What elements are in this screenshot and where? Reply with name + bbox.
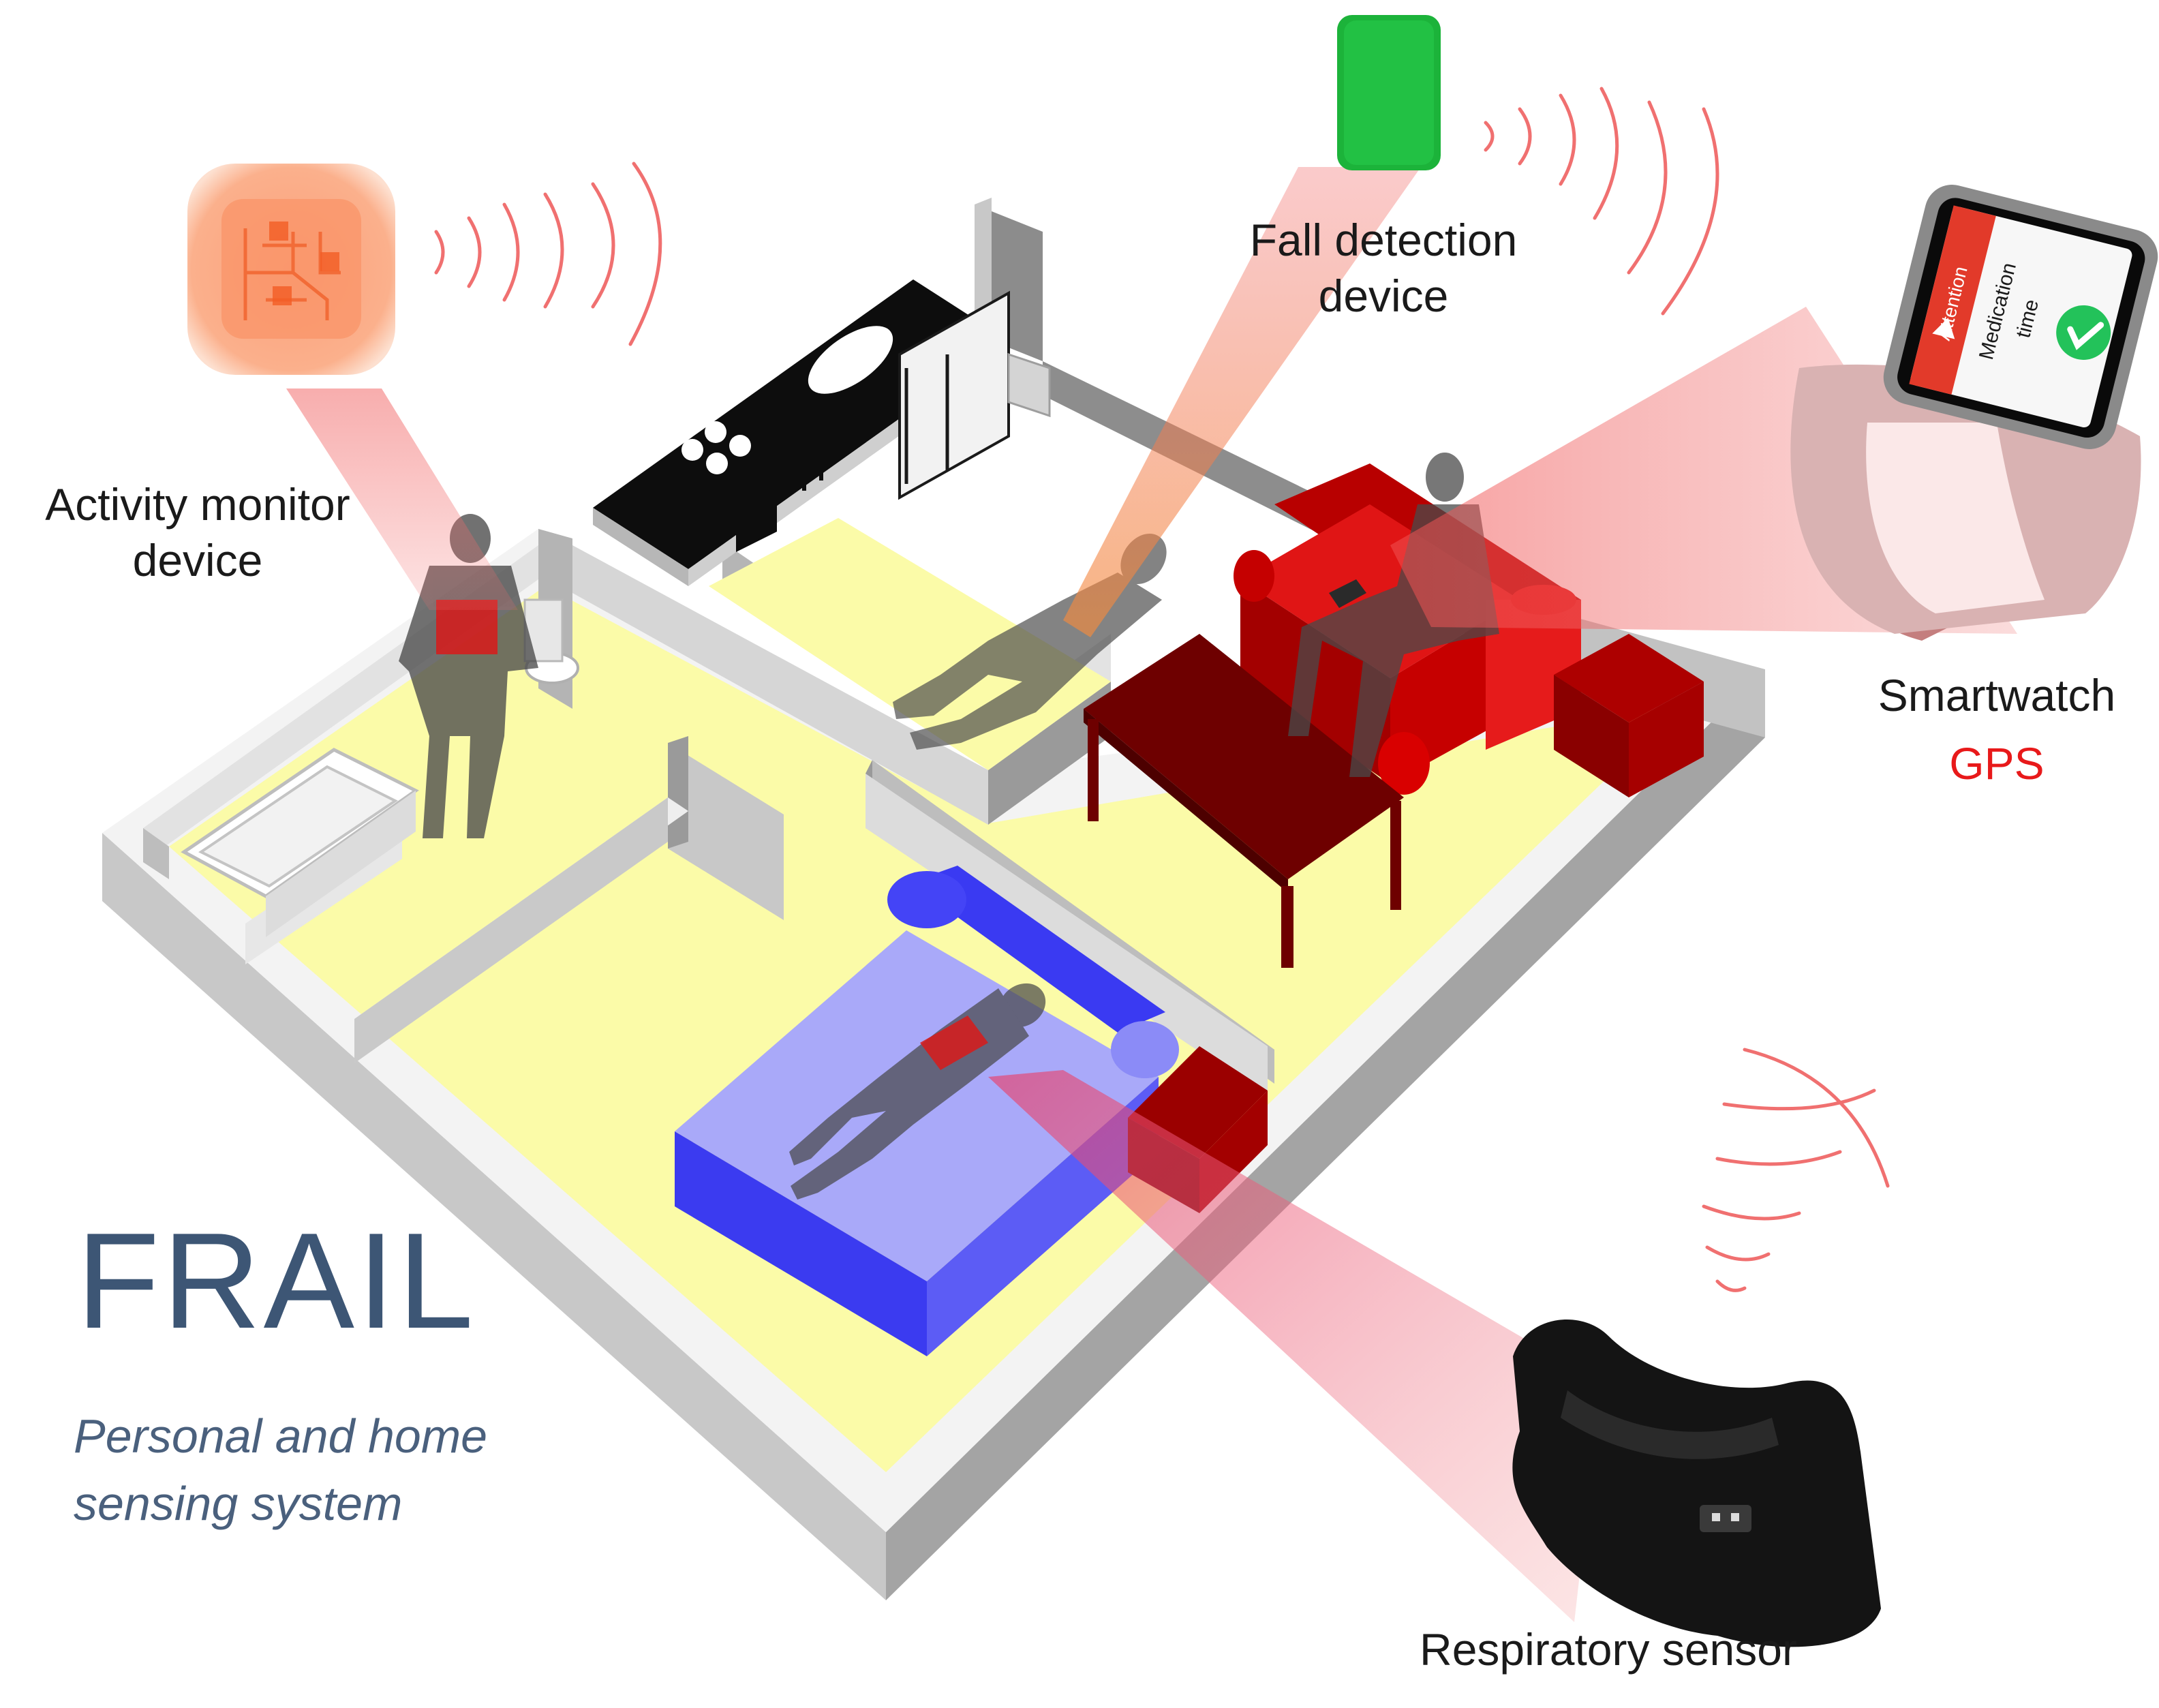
wifi-signal-icon [1484, 87, 1719, 316]
smartwatch-label: Smartwatch [1878, 670, 2116, 720]
fall-detection-label: Fall detection device [1206, 213, 1561, 324]
wifi-signal-icon [1702, 1048, 1890, 1292]
respiratory-sensor-vest [1512, 1320, 1881, 1647]
respiratory-beam [988, 1070, 1602, 1622]
fall-detection-label-line2: device [1318, 270, 1449, 321]
bathroom [181, 598, 579, 937]
system-subtitle-line2: sensing system [74, 1477, 403, 1531]
activity-monitor-label-line1: Activity monitor [45, 479, 350, 530]
activity-monitor-device [187, 164, 395, 375]
fall-beam [1063, 167, 1421, 637]
smartwatch-device: Attention Medication time [1790, 185, 2158, 641]
checkmark-icon [2067, 322, 2104, 350]
activity-monitor-label-line2: device [132, 534, 263, 585]
kitchen [593, 279, 1051, 586]
warning-icon [1932, 318, 1955, 339]
wifi-signal-icon [434, 162, 662, 346]
system-subtitle: Personal and home sensing system [74, 1403, 487, 1538]
gps-label: GPS [1949, 738, 2045, 789]
respiratory-sensor-label: Respiratory sensor [1420, 1624, 1797, 1675]
system-title: FRAIL [76, 1205, 476, 1357]
system-subtitle-line1: Personal and home [74, 1409, 488, 1463]
activity-monitor-label: Activity monitor device [7, 477, 388, 589]
activity-beam [286, 388, 518, 610]
fall-detection-device [1337, 15, 1441, 170]
fall-detection-label-line1: Fall detection [1249, 215, 1518, 265]
